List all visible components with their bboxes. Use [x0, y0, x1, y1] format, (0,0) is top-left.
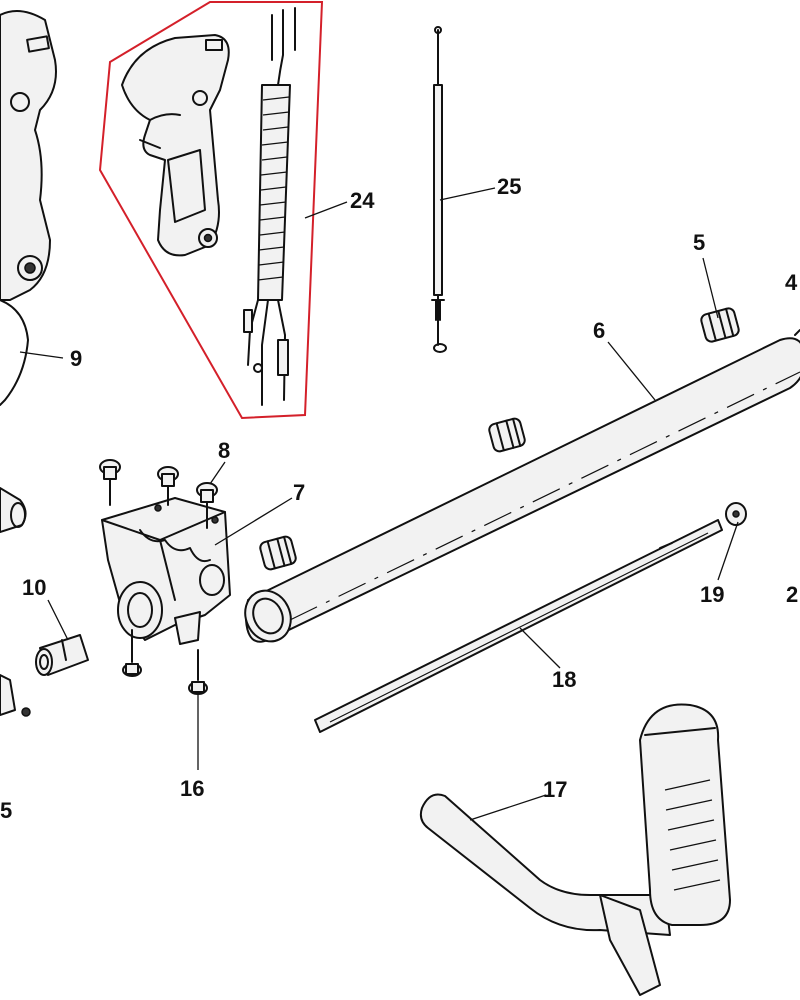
- callout-7: 7: [293, 480, 305, 505]
- callout-labels: 24 25 5 4 6 9 8 7 10 19 2 18 16 17 5: [0, 174, 798, 823]
- part-25-throttle-cable[interactable]: [431, 26, 447, 353]
- callout-9: 9: [70, 346, 82, 371]
- part-18-drive-shaft[interactable]: [314, 519, 723, 733]
- callout-16: 16: [180, 776, 204, 801]
- part-19-washer[interactable]: [725, 502, 747, 526]
- part-10-bushing[interactable]: [35, 634, 89, 676]
- part-left-knob: [0, 674, 31, 717]
- part-16-bolt[interactable]: [122, 629, 208, 695]
- highlight-boundary: [98, 0, 324, 420]
- part-5-sleeve-lower[interactable]: [259, 535, 297, 571]
- callout-25: 25: [497, 174, 521, 199]
- callout-17: 17: [543, 777, 567, 802]
- callout-10: 10: [22, 575, 46, 600]
- part-17-front-handle[interactable]: [419, 703, 731, 996]
- part-left-pipe: [0, 487, 27, 533]
- part-4-edge: [794, 329, 800, 336]
- callout-19: 19: [700, 582, 724, 607]
- callout-6: 6: [593, 318, 605, 343]
- callout-2: 2: [786, 582, 798, 607]
- part-5-sleeve-middle[interactable]: [488, 417, 526, 453]
- part-7-clamp-housing[interactable]: [101, 497, 231, 645]
- callout-4: 4: [785, 270, 798, 295]
- part-5-sleeve[interactable]: [700, 307, 740, 343]
- part-6-main-tube[interactable]: [237, 337, 800, 649]
- part-8-bolt[interactable]: [99, 459, 218, 529]
- part-24-throttle-handle-assembly[interactable]: [98, 0, 324, 420]
- callout-8: 8: [218, 438, 230, 463]
- callout-5-left: 5: [0, 798, 12, 823]
- part-9-engine-housing: [0, 10, 57, 406]
- callout-5: 5: [693, 230, 705, 255]
- leader-lines: [19, 187, 739, 821]
- callout-18: 18: [552, 667, 576, 692]
- callout-24: 24: [350, 188, 375, 213]
